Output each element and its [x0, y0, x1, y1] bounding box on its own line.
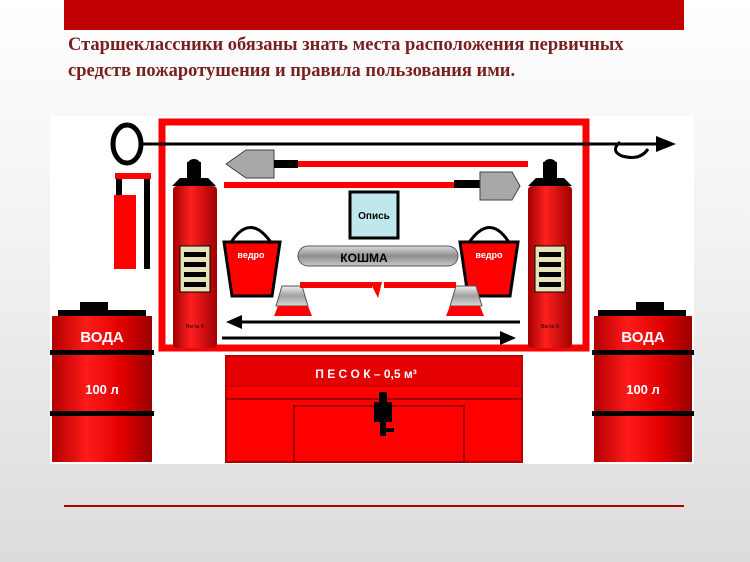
svg-text:ведро: ведро	[237, 250, 265, 260]
arrow-left-icon	[226, 315, 242, 329]
hook-curl-icon	[614, 140, 650, 159]
bucket-handle-right	[466, 226, 512, 245]
svg-text:100 л: 100 л	[626, 382, 660, 397]
shovel-handle-top	[298, 161, 528, 167]
arrow-right-icon	[500, 331, 516, 345]
inventory-sign	[348, 190, 400, 240]
fire-board-illustration: Опись Вм № 5 Вм № 5 ведро ведро КОШМА	[50, 118, 694, 463]
sand-label: П Е С О К – 0,5 м³	[315, 367, 417, 381]
bucket-right	[458, 240, 520, 298]
water-drum-left: ВОДА 100 л	[50, 302, 154, 462]
hook-ring-icon	[110, 122, 144, 166]
padlock-icon	[374, 392, 394, 436]
slide-title: Старшеклассники обязаны знать места расп…	[68, 35, 624, 81]
svg-text:ВОДА: ВОДА	[80, 329, 124, 346]
svg-text:ВОДА: ВОДА	[621, 329, 665, 346]
svg-text:ведро: ведро	[475, 250, 503, 260]
shovel-blade-left	[225, 149, 275, 179]
svg-text:100 л: 100 л	[85, 382, 119, 397]
svg-text:Вм № 5: Вм № 5	[186, 324, 204, 330]
bucket-handle-left	[228, 226, 274, 245]
shovel-blade-right	[479, 171, 521, 201]
inventory-label: Опись	[358, 211, 390, 222]
footer-line	[64, 505, 684, 507]
shovel-handle-bottom	[224, 182, 454, 188]
crowbar-bar	[144, 179, 150, 269]
board-frame	[158, 118, 590, 352]
water-drum-right: ВОДА 100 л	[592, 302, 694, 462]
fire-board-diagram: Опись Вм № 5 Вм № 5 ведро ведро КОШМА	[50, 116, 694, 464]
header-bar	[64, 0, 684, 30]
crowbar-holder	[114, 195, 136, 269]
blanket-label: КОШМА	[340, 251, 388, 265]
svg-text:Вм № 5: Вм № 5	[541, 324, 559, 330]
bucket-left	[222, 240, 282, 298]
arrow-head-icon	[656, 136, 676, 152]
crowbar-top	[115, 173, 151, 179]
blanket-roll	[297, 245, 459, 267]
